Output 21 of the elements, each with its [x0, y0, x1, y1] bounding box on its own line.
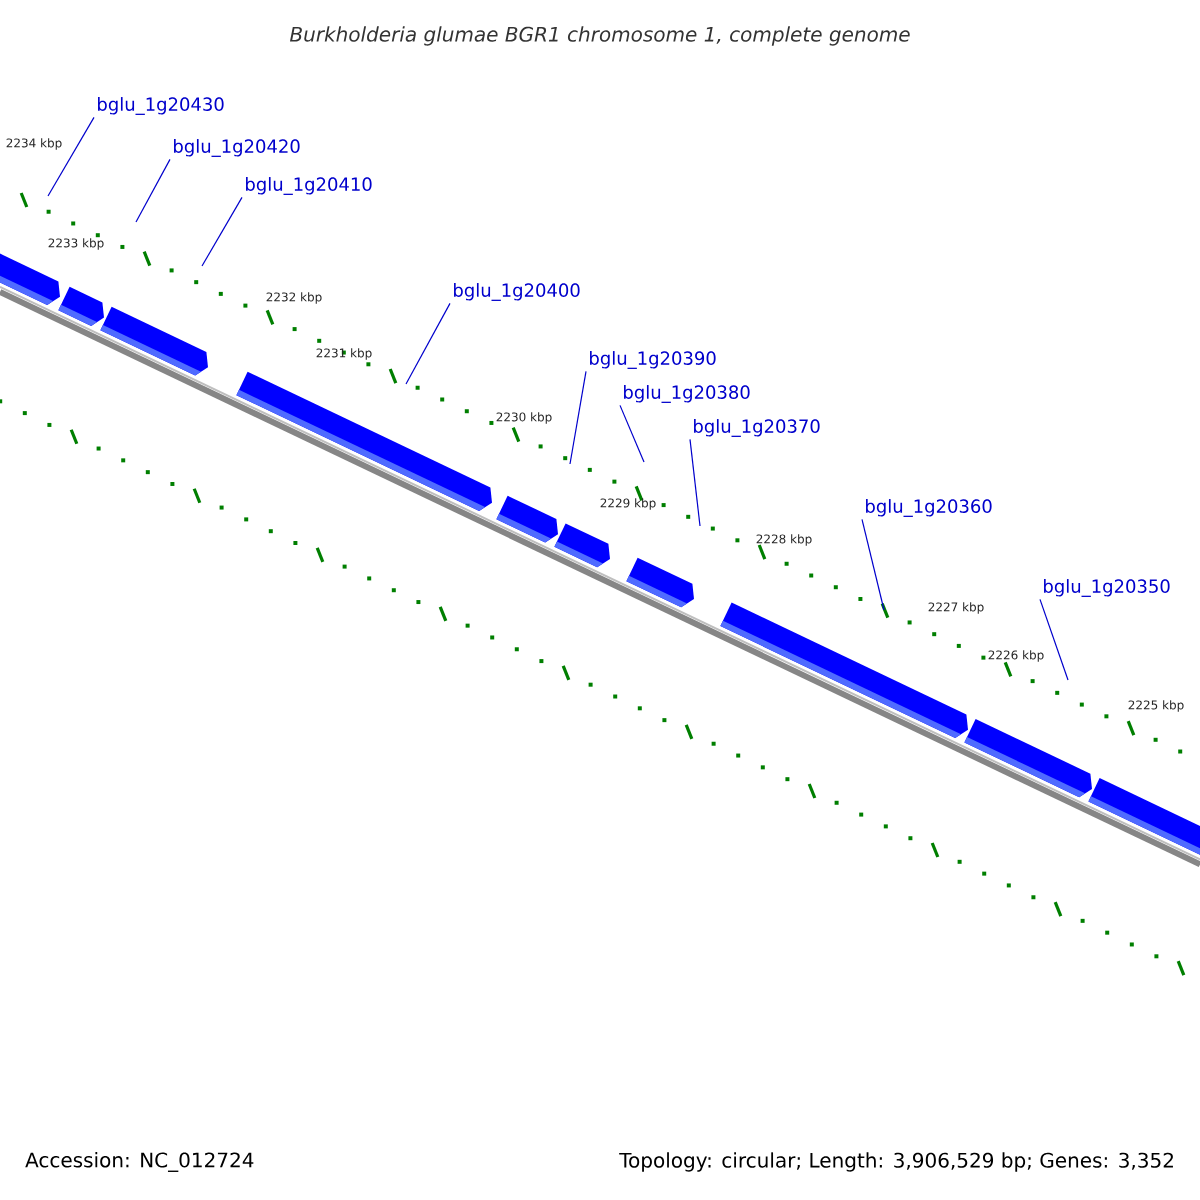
gene-label: bglu_1g20350: [1044, 579, 1170, 597]
gene-label: bglu_1g20380: [624, 385, 750, 403]
leader-line: [1039, 598, 1069, 681]
gene-label: bglu_1g20430: [98, 97, 224, 115]
gene-label: bglu_1g20410: [246, 177, 372, 195]
gene-label: bglu_1g20390: [590, 351, 716, 369]
gene-label: bglu_1g20370: [694, 419, 820, 437]
leader-line: [47, 116, 95, 197]
gene-label: bglu_1g20360: [866, 499, 992, 517]
leader-line: [135, 158, 171, 223]
leader-line: [405, 302, 451, 385]
title: Burkholderia glumae BGR1 chromosome 1, complete genome: [289, 26, 910, 46]
gene-label: bglu_1g20400: [454, 283, 580, 301]
genome-info-text: Topology: circular; Length: 3,906,529 bp; Genes: 3,352: [619, 1152, 1173, 1172]
leader-line: [619, 404, 645, 463]
leader-line: [689, 438, 701, 527]
gene-label: bglu_1g20420: [174, 139, 300, 157]
leader-line: [861, 518, 885, 611]
accession-text: Accession: NC_012724: [25, 1152, 254, 1172]
leader-line: [569, 370, 587, 465]
leader-line: [201, 196, 243, 267]
